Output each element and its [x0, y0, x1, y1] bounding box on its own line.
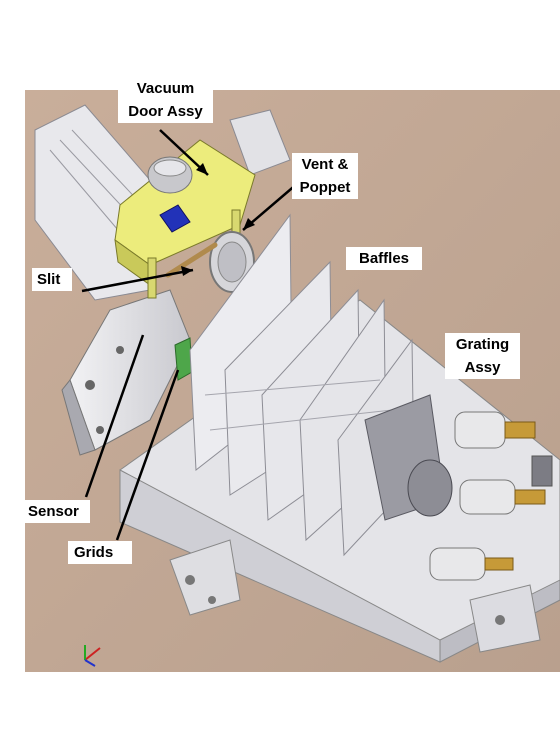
leader-grids [115, 369, 180, 541]
label-grating-line1: Grating [455, 336, 510, 353]
label-vacuum-door-assy: Vacuum Door Assy [118, 77, 213, 123]
label-slit: Slit [32, 268, 72, 291]
label-grating-assy: Grating Assy [445, 333, 520, 379]
callout-arrowheads [181, 163, 255, 276]
label-sensor-text: Sensor [28, 503, 79, 520]
label-vent-poppet-line2: Poppet [299, 179, 351, 196]
label-baffles-text: Baffles [358, 250, 410, 267]
vent-poppet [209, 231, 255, 293]
label-sensor: Sensor [25, 500, 90, 523]
label-vacuum-door-line2: Door Assy [128, 103, 203, 120]
label-vent-poppet: Vent & Poppet [292, 153, 358, 199]
label-baffles: Baffles [346, 247, 422, 270]
grating-assembly [364, 394, 553, 581]
slit-rod [165, 242, 218, 278]
leader-slit [81, 268, 194, 293]
label-grids-text: Grids [74, 544, 114, 561]
label-vent-poppet-line1: Vent & [301, 156, 349, 173]
baffle-array [189, 213, 415, 557]
label-grids: Grids [68, 541, 132, 564]
label-vacuum-door-line1: Vacuum [136, 80, 195, 97]
label-slit-text: Slit [37, 271, 61, 288]
leader-sensor [84, 334, 145, 498]
label-grating-line2: Assy [464, 359, 501, 376]
coordinate-axes-icon [84, 645, 101, 667]
